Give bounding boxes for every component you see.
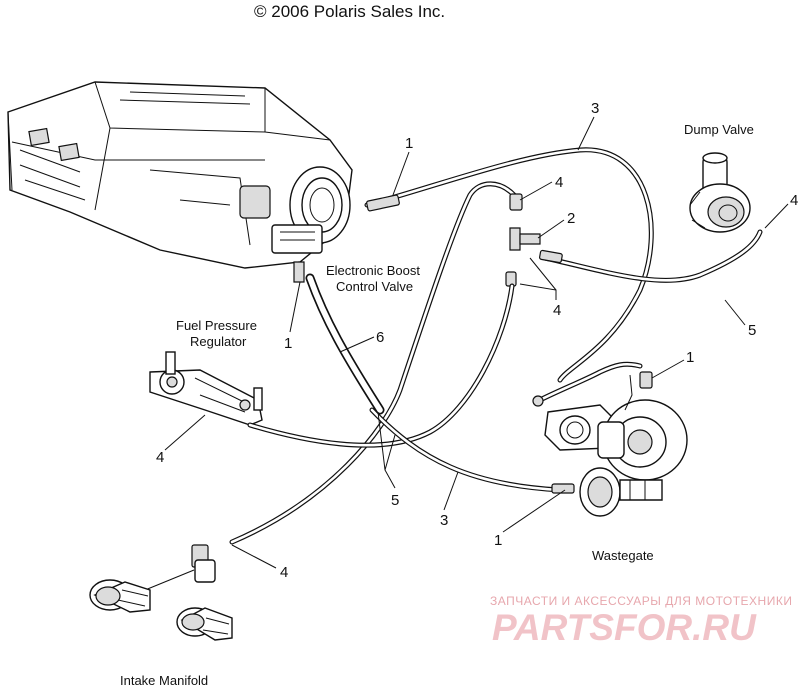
fuel-pressure-regulator xyxy=(149,351,263,426)
callout-3-top: 3 xyxy=(591,100,599,117)
callout-1-fpr: 1 xyxy=(284,335,292,352)
watermark-brand: PARTSFOR.RU xyxy=(492,607,757,648)
watermark-tagline: ЗАПЧАСТИ И АКСЕССУАРЫ ДЛЯ МОТОТЕХНИКИ xyxy=(490,594,792,608)
vacuum-hoses xyxy=(229,147,763,545)
callout-5-right: 5 xyxy=(748,322,756,339)
fpr-label-line1: Fuel Pressure xyxy=(176,318,257,333)
intake-manifold xyxy=(89,544,233,641)
callout-2: 2 xyxy=(567,210,575,227)
dump-valve-label: Dump Valve xyxy=(684,122,754,137)
intake-manifold-label: Intake Manifold xyxy=(120,673,208,687)
ebcv-label-line1: Electronic Boost xyxy=(326,263,420,278)
fpr-label-line2: Regulator xyxy=(190,334,247,349)
callout-6: 6 xyxy=(376,329,384,346)
callout-1-turbo: 1 xyxy=(686,349,694,366)
callouts: 1 3 4 2 4 4 5 6 1 1 4 5 3 xyxy=(156,100,798,581)
watermark: ЗАПЧАСТИ И АКСЕССУАРЫ ДЛЯ МОТОТЕХНИКИ PA… xyxy=(490,594,792,648)
ebcv-label-line2: Control Valve xyxy=(336,279,413,294)
callout-4-bottom: 4 xyxy=(280,564,288,581)
wastegate-label: Wastegate xyxy=(592,548,654,563)
callout-4-top: 4 xyxy=(555,174,563,191)
component-labels: Dump Valve Electronic Boost Control Valv… xyxy=(120,122,754,688)
turbocharger-wastegate xyxy=(532,361,688,517)
callout-4-mid: 4 xyxy=(553,302,561,319)
callout-3-bottom: 3 xyxy=(440,512,448,529)
dump-valve xyxy=(689,152,751,233)
callout-4-left: 4 xyxy=(156,449,164,466)
airbox-assembly xyxy=(7,81,353,269)
callout-4-right: 4 xyxy=(790,192,798,209)
callout-1-top: 1 xyxy=(405,135,413,152)
callout-1-bottom: 1 xyxy=(494,532,502,549)
copyright-text: © 2006 Polaris Sales Inc. xyxy=(254,2,445,21)
callout-5-bottom: 5 xyxy=(391,492,399,509)
